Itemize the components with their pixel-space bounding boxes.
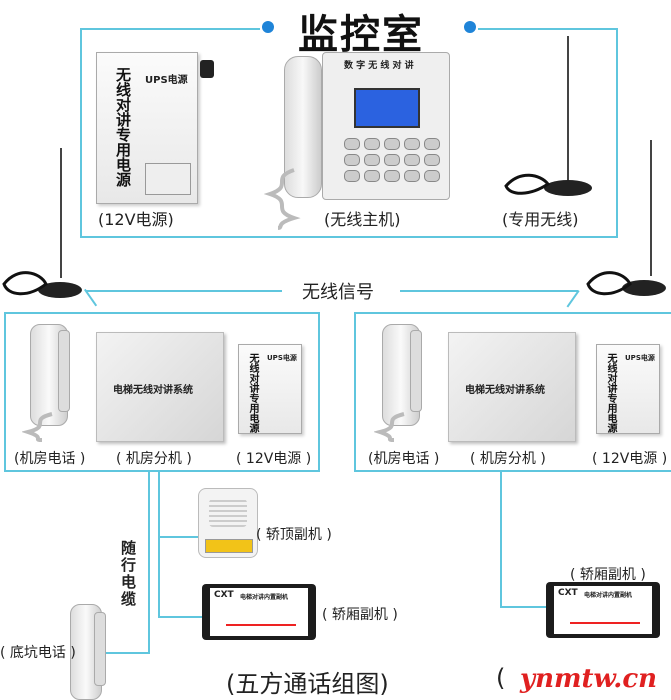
signal-line-right	[400, 290, 578, 292]
right-box-label: ( 机房分机 )	[470, 451, 546, 467]
pit-label: ( 底坑电话 )	[0, 645, 76, 661]
wireless-host: 数 字 无 线 对 讲	[282, 52, 450, 200]
watermark: ynmtw.cn	[520, 664, 658, 694]
footer-caption-2: (	[496, 664, 506, 692]
right-antenna-icon	[650, 140, 652, 276]
travel-cable-line-1	[148, 472, 150, 652]
footer-caption: (五方通话组图)	[226, 670, 389, 698]
car-label-left: ( 轿厢副机 )	[322, 607, 398, 623]
travel-cable-line-2	[158, 472, 160, 618]
handset-cord	[264, 168, 301, 230]
left-ups: 无线对讲专用电源 UPS电源	[238, 344, 302, 434]
left-antenna-icon	[60, 148, 62, 278]
left-box-label: ( 机房分机 )	[116, 451, 192, 467]
control-room-ups: 无线对讲专用电源 UPS电源	[96, 52, 198, 204]
car-top-label: ( 轿顶副机 )	[256, 527, 332, 543]
left-room-box: 电梯无线对讲系统	[96, 332, 224, 442]
car-unit-left: CXT 电梯对讲内置副机	[202, 584, 316, 640]
car-top-unit	[198, 488, 258, 558]
wireless-signal-label: 无线信号	[302, 282, 374, 303]
left-phone-label: (机房电话 )	[14, 451, 86, 467]
control-room-frame	[80, 28, 618, 238]
car-label-right: ( 轿厢副机 )	[570, 567, 646, 583]
control-room-ups-label: (12V电源)	[98, 210, 174, 229]
right-power-label: ( 12V电源 )	[592, 451, 668, 467]
right-phone-label: (机房电话 )	[368, 451, 440, 467]
title-dot-right	[464, 21, 476, 33]
left-unit-frame	[4, 312, 320, 472]
right-ups: 无线对讲专用电源 UPS电源	[596, 344, 660, 434]
right-unit-frame	[354, 312, 671, 472]
left-antenna-base-icon	[2, 271, 82, 298]
car-unit-right: CXT 电梯对讲内置副机	[546, 582, 660, 638]
antenna-base-icon	[504, 173, 592, 196]
right-cable-line	[500, 472, 502, 608]
plug-icon	[200, 60, 214, 78]
left-power-label: ( 12V电源 )	[236, 451, 312, 467]
signal-line-left	[86, 290, 282, 292]
antenna-icon	[567, 36, 569, 186]
title-dot-left	[262, 21, 274, 33]
page-title: 监控室	[298, 12, 424, 58]
antenna-label: (专用无线)	[502, 210, 579, 229]
wireless-host-label: (无线主机)	[324, 210, 401, 229]
right-antenna-base-icon	[586, 271, 666, 296]
travel-cable-label: 随行电缆	[119, 540, 137, 608]
right-room-box: 电梯无线对讲系统	[448, 332, 576, 442]
